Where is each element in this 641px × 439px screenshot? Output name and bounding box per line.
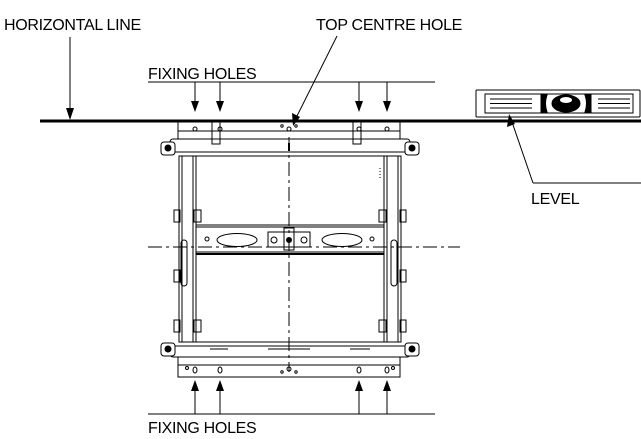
label-fixing-holes-top: FIXING HOLES	[148, 66, 256, 83]
label-top-centre-hole: TOP CENTRE HOLE	[316, 17, 462, 34]
bottom-main-bar	[160, 341, 420, 358]
left-upright	[173, 155, 202, 343]
right-upright	[378, 155, 407, 343]
label-horizontal-line: HORIZONTAL LINE	[4, 17, 141, 34]
level-leader	[507, 114, 641, 184]
label-fixing-holes-bottom: FIXING HOLES	[148, 420, 256, 437]
top-fixing-holes-leaders	[148, 81, 435, 112]
wall-bracket	[160, 121, 420, 378]
horizontal-line-leader	[66, 37, 74, 120]
top-rail-plate	[177, 121, 401, 145]
top-main-bar	[160, 138, 420, 157]
centre-cross-plate	[195, 224, 385, 255]
bottom-fixing-holes-leaders	[148, 380, 435, 415]
bottom-rail-plate	[177, 356, 401, 378]
label-level: LEVEL	[531, 191, 580, 208]
spirit-level	[475, 89, 641, 118]
top-centre-hole-leader	[292, 35, 338, 126]
